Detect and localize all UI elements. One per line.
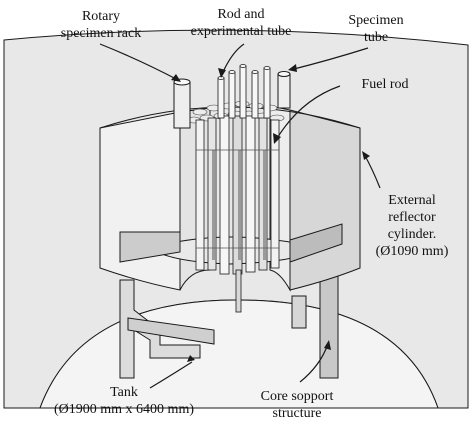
fuel-rod <box>270 119 280 269</box>
fuel-rods <box>195 115 280 275</box>
rod-and-experimental-tubes <box>217 64 271 313</box>
label-core-support-structure: Core sopport structure <box>260 389 334 421</box>
label-external-reflector-cylinder: External reflector cylinder. (Ø1090 mm) <box>375 193 449 259</box>
fuel-rod <box>219 115 230 275</box>
leader-fuel-rod <box>275 85 341 141</box>
fuel-rod-shadow <box>263 150 266 260</box>
reflector-left-wall <box>99 111 181 291</box>
fuel-rod-shadow <box>212 150 215 260</box>
support-leg-left <box>119 279 201 379</box>
support-leg-right <box>319 269 339 379</box>
label-rotary-specimen-rack: Rotary specimen rack <box>60 9 142 41</box>
label-rod-and-experimental-tube: Rod and experimental tube <box>190 7 292 39</box>
label-tank: Tank (Ø1900 mm x 6400 mm) <box>54 385 194 417</box>
rotary-specimen-rack <box>173 78 191 129</box>
fuel-rod <box>245 115 256 273</box>
reflector-right-wall <box>289 109 361 291</box>
label-specimen-tube: Specimen tube <box>348 13 404 45</box>
reflector-step-left <box>119 231 181 263</box>
leader-arrowheads <box>171 64 370 362</box>
label-fuel-rod: Fuel rod <box>361 77 409 92</box>
fuel-rod <box>195 119 205 271</box>
leader-rotary-rack <box>99 43 179 81</box>
fuel-rod-shadow <box>238 150 241 260</box>
leader-specimen-tube <box>289 47 369 71</box>
specimen-tube <box>277 71 291 109</box>
support-beam-left <box>127 317 215 345</box>
support-leg-mid <box>291 295 307 329</box>
reflector-step-right <box>289 223 343 263</box>
leader-tank <box>149 361 193 389</box>
